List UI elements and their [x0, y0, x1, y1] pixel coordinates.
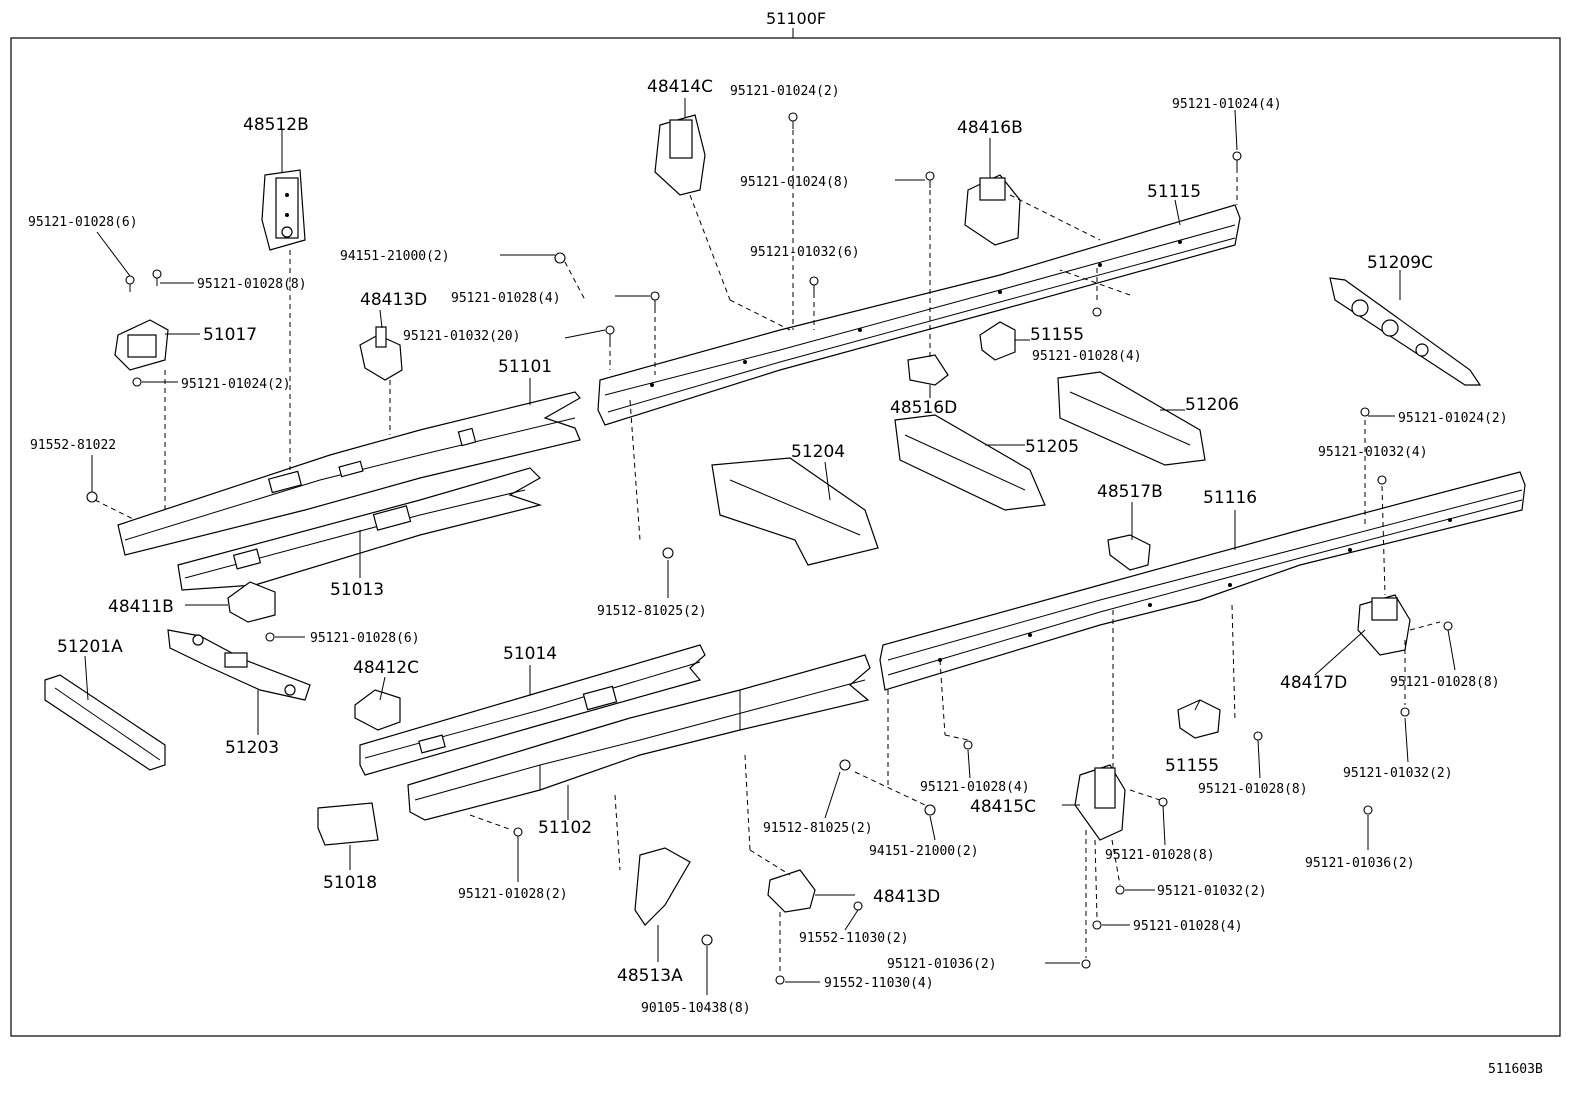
label-94151-21000-2-a: 94151-21000(2)	[340, 249, 450, 264]
label-95121-01028-8-d: 95121-01028(8)	[1105, 848, 1215, 863]
label-48517B: 48517B	[1097, 482, 1163, 502]
part-48512B-bracket[interactable]	[261, 169, 306, 251]
label-95121-01032-2-a: 95121-01032(2)	[1343, 766, 1453, 781]
part-51101-rail[interactable]	[117, 391, 581, 556]
label-51013: 51013	[330, 580, 384, 600]
label-51203: 51203	[225, 738, 279, 758]
part-labels: 48512B 95121-01028(6) 95121-01028(8) 510…	[28, 77, 1508, 1016]
part-51209C-crossmember[interactable]	[1329, 277, 1482, 386]
label-95121-01024-4: 95121-01024(4)	[1172, 97, 1282, 112]
label-95121-01032-6: 95121-01032(6)	[750, 245, 860, 260]
label-48516D: 48516D	[890, 398, 957, 418]
label-48413D-a: 48413D	[360, 290, 427, 310]
part-51203-crossmember[interactable]	[167, 629, 311, 701]
part-48415C-bracket[interactable]	[1074, 764, 1126, 841]
label-95121-01028-4-a: 95121-01028(4)	[451, 291, 561, 306]
part-51201A-crossmember[interactable]	[44, 674, 166, 771]
label-95121-01024-2-c: 95121-01024(2)	[1398, 411, 1508, 426]
label-91552-11030-4: 91552-11030(4)	[824, 976, 934, 991]
label-48512B: 48512B	[243, 115, 309, 135]
label-48416B: 48416B	[957, 118, 1023, 138]
label-95121-01028-8-b: 95121-01028(8)	[1390, 675, 1500, 690]
label-95121-01028-8-a: 95121-01028(8)	[197, 277, 307, 292]
label-91512-81025-2-b: 91512-81025(2)	[763, 821, 873, 836]
part-51115-rail[interactable]	[597, 204, 1241, 426]
label-48417D: 48417D	[1280, 673, 1347, 693]
label-91512-81025-2-a: 91512-81025(2)	[597, 604, 707, 619]
label-51018: 51018	[323, 873, 377, 893]
label-51201A: 51201A	[57, 637, 123, 657]
label-95121-01024-8: 95121-01024(8)	[740, 175, 850, 190]
label-95121-01024-2-a: 95121-01024(2)	[181, 377, 291, 392]
label-91552-11030-2: 91552-11030(2)	[799, 931, 909, 946]
leader-lines	[84, 98, 1456, 995]
label-51101: 51101	[498, 357, 552, 377]
label-51115: 51115	[1147, 182, 1201, 202]
part-48413D-lower[interactable]	[767, 869, 816, 913]
part-48413D-upper[interactable]	[359, 326, 403, 381]
label-48415C: 48415C	[970, 797, 1036, 817]
fastener-bolts	[86, 112, 1453, 985]
label-91552-81022: 91552-81022	[30, 438, 116, 453]
label-95121-01036-2-b: 95121-01036(2)	[887, 957, 997, 972]
label-95121-01028-6: 95121-01028(6)	[28, 215, 138, 230]
part-51014-rail[interactable]	[359, 644, 706, 776]
part-51205-crossmember[interactable]	[894, 414, 1046, 511]
label-51209C: 51209C	[1367, 253, 1433, 273]
part-48411B-bracket[interactable]	[227, 581, 276, 623]
part-48516D-bracket[interactable]	[907, 354, 949, 386]
label-51206: 51206	[1185, 395, 1239, 415]
diagram-frame	[10, 37, 1561, 1037]
part-48417D-bracket[interactable]	[1357, 594, 1411, 656]
label-95121-01024-2-b: 95121-01024(2)	[730, 84, 840, 99]
label-51155-b: 51155	[1165, 756, 1219, 776]
part-51206-crossmember[interactable]	[1057, 371, 1206, 466]
label-95121-01036-2-a: 95121-01036(2)	[1305, 856, 1415, 871]
label-48412C: 48412C	[353, 658, 419, 678]
part-48416B-bracket[interactable]	[964, 174, 1021, 246]
part-48513A-bracket[interactable]	[634, 847, 691, 926]
label-95121-01028-4-d: 95121-01028(4)	[1133, 919, 1243, 934]
label-51155-a: 51155	[1030, 325, 1084, 345]
label-95121-01028-2: 95121-01028(2)	[458, 887, 568, 902]
label-48414C: 48414C	[647, 77, 713, 97]
label-51014: 51014	[503, 644, 557, 664]
part-51155-lower[interactable]	[1177, 699, 1221, 739]
part-51102-rail[interactable]	[407, 654, 871, 821]
part-51017-mount[interactable]	[114, 319, 169, 371]
part-51155-upper[interactable]	[979, 321, 1016, 361]
label-95121-01028-6-b: 95121-01028(6)	[310, 631, 420, 646]
label-94151-21000-2-b: 94151-21000(2)	[869, 844, 979, 859]
label-48413D-b: 48413D	[873, 887, 940, 907]
label-51102: 51102	[538, 818, 592, 838]
label-51017: 51017	[203, 325, 257, 345]
label-95121-01028-8-c: 95121-01028(8)	[1198, 782, 1308, 797]
label-95121-01028-4-c: 95121-01028(4)	[920, 780, 1030, 795]
label-48513A: 48513A	[617, 966, 683, 986]
label-90105-10438-8: 90105-10438(8)	[641, 1001, 751, 1016]
part-51018-bracket[interactable]	[317, 802, 379, 846]
part-48412C-bracket[interactable]	[354, 689, 401, 731]
label-51116: 51116	[1203, 488, 1257, 508]
label-95121-01032-4: 95121-01032(4)	[1318, 445, 1428, 460]
part-48414C-bracket[interactable]	[654, 114, 706, 196]
part-51116-rail[interactable]	[879, 471, 1526, 691]
label-95121-01028-4-b: 95121-01028(4)	[1032, 349, 1142, 364]
label-95121-01032-20: 95121-01032(20)	[403, 329, 520, 344]
label-51205: 51205	[1025, 437, 1079, 457]
part-51204-crossmember[interactable]	[711, 457, 879, 566]
assembly-title: 51100F	[766, 9, 826, 28]
label-51204: 51204	[791, 442, 845, 462]
part-51013-rail[interactable]	[177, 467, 543, 591]
part-48517B-bracket[interactable]	[1107, 534, 1151, 571]
label-48411B: 48411B	[108, 597, 174, 617]
label-95121-01032-2-b: 95121-01032(2)	[1157, 884, 1267, 899]
diagram-code: 511603B	[1488, 1062, 1543, 1077]
